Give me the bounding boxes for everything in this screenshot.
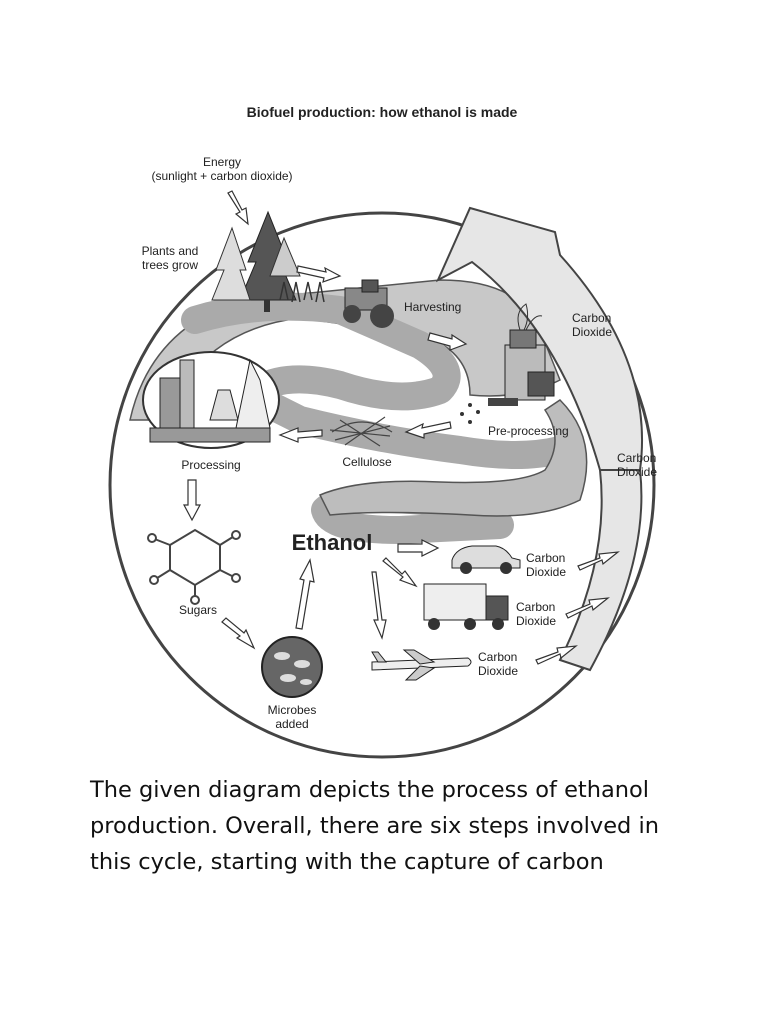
car-co2-arrow: [577, 551, 620, 571]
sugars-label: Sugars: [179, 603, 217, 617]
processing-plant-icon: [142, 351, 280, 449]
cellulose-to-processing-arrow: [278, 427, 323, 443]
energy-label-2: (sunlight + carbon dioxide): [151, 169, 292, 183]
truck-icon: [423, 583, 509, 630]
plane-co2-label-1: Carbon: [478, 650, 517, 664]
car-co2-label-1: Carbon: [526, 551, 565, 565]
preprocessing-label: Pre-processing: [488, 424, 569, 438]
processing-label: Processing: [181, 458, 240, 472]
trees-icon: [211, 210, 301, 312]
car-co2-label-2: Dioxide: [526, 565, 566, 579]
return-co2-label-1: Carbon: [572, 311, 611, 325]
trees-to-harvest-arrow: [296, 265, 342, 283]
harvesting-label: Harvesting: [404, 300, 461, 314]
diagram-title: Biofuel production: how ethanol is made: [247, 104, 518, 120]
airplane-icon: [371, 649, 472, 681]
car-icon: [451, 545, 521, 574]
return-co2-label-2: Dioxide: [572, 325, 612, 339]
energy-arrow: [227, 190, 249, 226]
return-arrow-body: [558, 469, 643, 672]
plane-co2-arrow: [535, 645, 578, 665]
truck-co2-arrow: [565, 597, 610, 619]
lower-band: [318, 399, 588, 517]
plane-co2-label-2: Dioxide: [478, 664, 518, 678]
tractor-icon: [279, 279, 394, 328]
return-arrow: [435, 206, 644, 471]
preprocessing-machine-icon: [460, 303, 555, 424]
microbes-label-1: Microbes: [268, 703, 317, 717]
plants-label-1: Plants and: [142, 244, 199, 258]
energy-label-1: Energy: [203, 155, 241, 169]
right-co2-label-1: Carbon: [617, 451, 656, 465]
microbes-label-2: added: [275, 717, 308, 731]
microbes-to-ethanol-arrow: [295, 558, 315, 630]
preprocess-to-cellulose-arrow: [404, 421, 452, 439]
sugars-to-microbes-arrow: [221, 617, 256, 650]
biofuel-diagram: Biofuel production: how ethanol is made …: [108, 104, 657, 759]
microbes-icon: [261, 636, 323, 698]
sugar-molecule-icon: [147, 528, 241, 605]
harvest-to-preprocess-arrow: [427, 332, 468, 351]
cellulose-icon: [329, 416, 393, 447]
truck-co2-label-2: Dioxide: [516, 614, 556, 628]
cellulose-label: Cellulose: [342, 455, 392, 469]
caption-paragraph: The given diagram depicts the process of…: [90, 777, 659, 875]
processing-to-sugars-arrow: [183, 479, 201, 522]
plants-label-2: trees grow: [142, 258, 198, 272]
ethanol-to-car-arrow: [397, 539, 440, 557]
truck-co2-label-1: Carbon: [516, 600, 555, 614]
right-co2-label-2: Dioxide: [617, 465, 657, 479]
ethanol-to-plane-arrow: [371, 571, 387, 640]
ethanol-label: Ethanol: [292, 530, 373, 555]
ethanol-to-truck-arrow: [382, 557, 418, 588]
